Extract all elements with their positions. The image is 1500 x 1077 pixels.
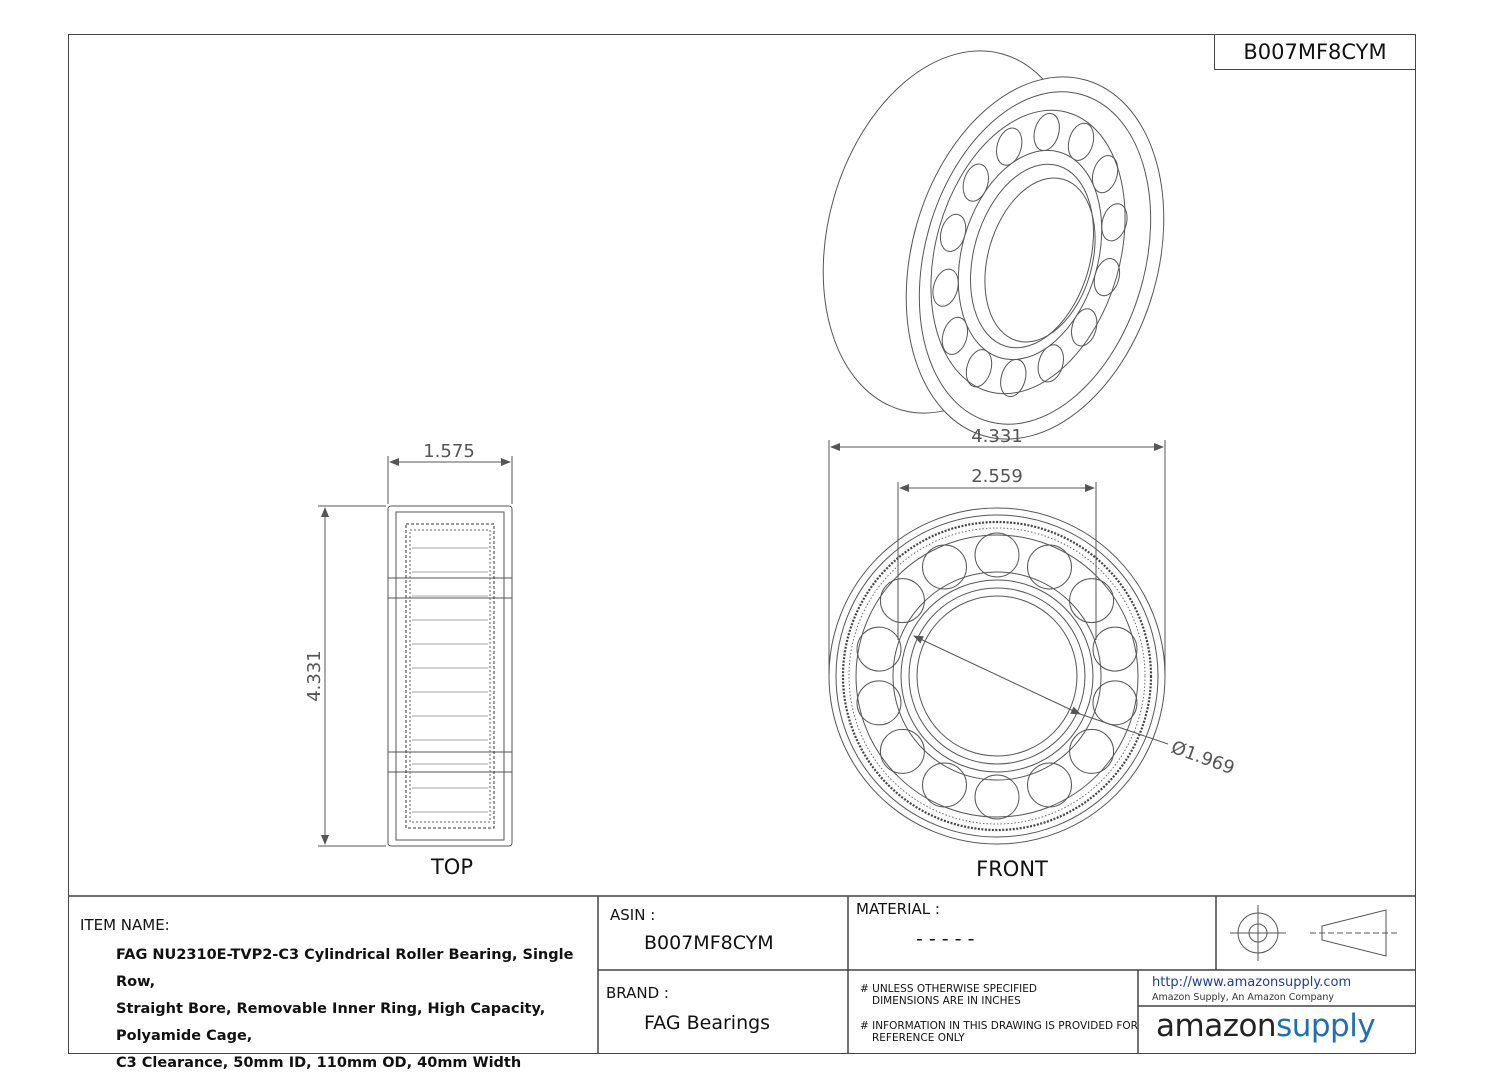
roller [879, 728, 925, 774]
top-view-dimensions [318, 456, 513, 847]
asin-title: ASIN : [610, 906, 656, 924]
roller [879, 578, 925, 624]
roller [974, 774, 1020, 820]
logo-supply: supply [1276, 1008, 1376, 1044]
front-view-rollers [856, 532, 1138, 820]
logo-amazon: amazon [1156, 1008, 1277, 1044]
roller [941, 316, 969, 355]
front-view [828, 507, 1166, 845]
roller [962, 163, 989, 202]
top-view-roller-lines [412, 547, 488, 813]
front-outer-diameter-dimension: 4.331 [971, 426, 1023, 447]
roller [1091, 155, 1119, 194]
front-inner-dimension: 2.559 [971, 466, 1023, 487]
roller [856, 680, 902, 726]
roller [1027, 544, 1072, 590]
roller [1092, 680, 1138, 726]
units-note-line: # UNLESS OTHERWISE SPECIFIED [860, 983, 1037, 995]
amazonsupply-link[interactable]: http://www.amazonsupply.com [1152, 975, 1352, 990]
front-view-label: FRONT [976, 857, 1048, 881]
asin-value: B007MF8CYM [644, 932, 774, 954]
front-view-dimensions [828, 440, 1169, 745]
roller [1071, 308, 1098, 347]
item-name-line: Straight Bore, Removable Inner Ring, Hig… [116, 1001, 546, 1044]
asin-tag: B007MF8CYM [1214, 34, 1416, 70]
item-name-line: FAG NU2310E-TVP2-C3 Cylindrical Roller B… [116, 947, 574, 990]
drawing-sheet-border [68, 34, 1416, 1054]
roller [1101, 203, 1128, 242]
units-note-line: DIMENSIONS ARE IN INCHES [872, 995, 1021, 1007]
roller [974, 532, 1020, 578]
top-view-label: TOP [430, 855, 473, 879]
projection-symbol [1230, 905, 1398, 961]
top-height-dimension: 4.331 [304, 650, 325, 702]
roller [996, 127, 1023, 166]
material-value: - - - - - [916, 928, 975, 950]
roller [932, 268, 959, 307]
item-name-title: ITEM NAME: [80, 916, 170, 934]
roller [1033, 112, 1060, 152]
bore-diameter-dimension: Ø1.969 [1168, 737, 1237, 779]
roller [922, 544, 967, 590]
title-block-grid [68, 895, 1416, 1054]
top-view [387, 505, 513, 847]
reference-note-line: # INFORMATION IN THIS DRAWING IS PROVIDE… [860, 1020, 1138, 1032]
material-title: MATERIAL : [856, 900, 940, 918]
reference-note-line: REFERENCE ONLY [872, 1032, 965, 1044]
roller [1069, 578, 1115, 624]
roller [1000, 358, 1027, 398]
roller [1067, 122, 1095, 161]
roller [922, 762, 967, 808]
units-note: # UNLESS OTHERWISE SPECIFIED DIMENSIONS … [860, 983, 1037, 1007]
company-tagline: Amazon Supply, An Amazon Company [1152, 992, 1334, 1003]
item-name-line: C3 Clearance, 50mm ID, 110mm OD, 40mm Wi… [116, 1055, 522, 1071]
roller [856, 626, 902, 672]
reference-note: # INFORMATION IN THIS DRAWING IS PROVIDE… [860, 1020, 1138, 1044]
roller [1027, 762, 1072, 808]
roller [1037, 344, 1064, 383]
amazonsupply-logo: amazonsupply [1156, 1008, 1376, 1044]
isometric-view [822, 50, 1165, 440]
item-name-description: FAG NU2310E-TVP2-C3 Cylindrical Roller B… [116, 942, 596, 1077]
roller [965, 349, 993, 388]
roller [1092, 626, 1138, 672]
brand-title: BRAND : [606, 984, 669, 1002]
top-width-dimension: 1.575 [423, 441, 475, 462]
brand-value: FAG Bearings [644, 1012, 771, 1034]
roller [1069, 728, 1115, 774]
